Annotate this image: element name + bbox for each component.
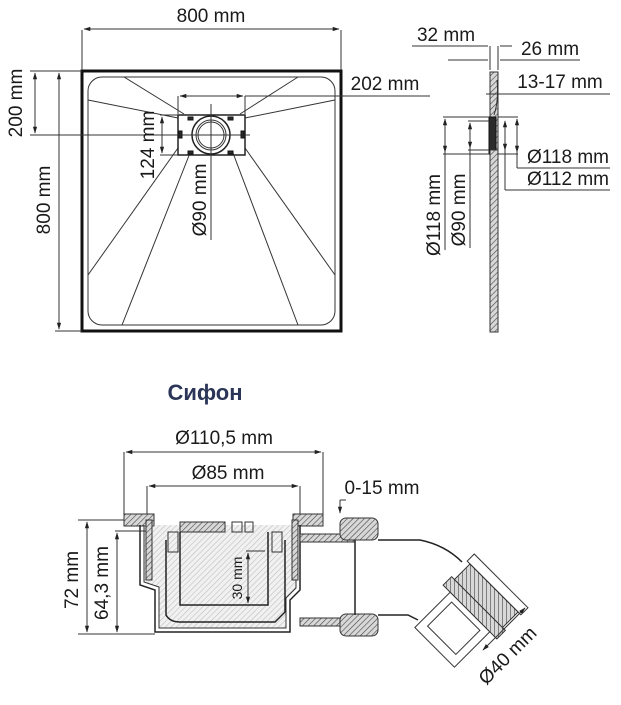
- drain-offset-label: 200 mm: [6, 69, 27, 138]
- tray-basin: [87, 76, 336, 326]
- adjust-range-label: 0-15 mm: [345, 478, 420, 499]
- inner-diameter-label: Ø85 mm: [192, 463, 265, 484]
- drain-box-width-label: 202 mm: [351, 74, 420, 95]
- top-width-label: 32 mm: [417, 25, 475, 46]
- total-height-label: 72 mm: [62, 551, 83, 609]
- tray-width-label: 800 mm: [177, 6, 246, 27]
- outlet-diameter-label: Ø40 mm: [475, 623, 541, 689]
- siphon-section: Сифон Ø110,5 mm Ø85 mm 0-15 mm: [62, 380, 541, 689]
- body-width-label: 26 mm: [521, 39, 579, 60]
- outlet-nut-bottom: [339, 613, 379, 637]
- body-height-label: 64,3 mm: [92, 546, 113, 620]
- drain-diameter-label: Ø90 mm: [190, 164, 211, 237]
- outer-flange-label: Ø118 mm: [527, 147, 609, 168]
- tray-profile-body: [489, 149, 499, 333]
- outer-diameter-label: Ø110,5 mm: [175, 428, 273, 449]
- outlet-nut-top: [339, 517, 379, 541]
- tray-plan-view: 800 mm 200 mm 800 mm 202 mm 124 mm Ø90 m…: [6, 6, 430, 333]
- water-seal-label: 30 mm: [229, 557, 245, 600]
- tray-depth-label: 800 mm: [34, 166, 55, 235]
- inner-flange-label: Ø112 mm: [527, 169, 609, 190]
- tray-side-view: 32 mm 26 mm 13-17 mm Ø118 mm Ø112 mm Ø11…: [412, 25, 610, 333]
- left-outer-diameter-label: Ø118 mm: [424, 174, 445, 256]
- tray-outline: [80, 69, 343, 333]
- edge-thickness-label: 13-17 mm: [517, 72, 603, 93]
- drain-box-height-label: 124 mm: [138, 111, 159, 180]
- drain-box: [170, 104, 250, 240]
- drain-flange: [488, 116, 497, 155]
- siphon-title: Сифон: [167, 380, 242, 405]
- left-inner-diameter-label: Ø90 mm: [449, 174, 470, 247]
